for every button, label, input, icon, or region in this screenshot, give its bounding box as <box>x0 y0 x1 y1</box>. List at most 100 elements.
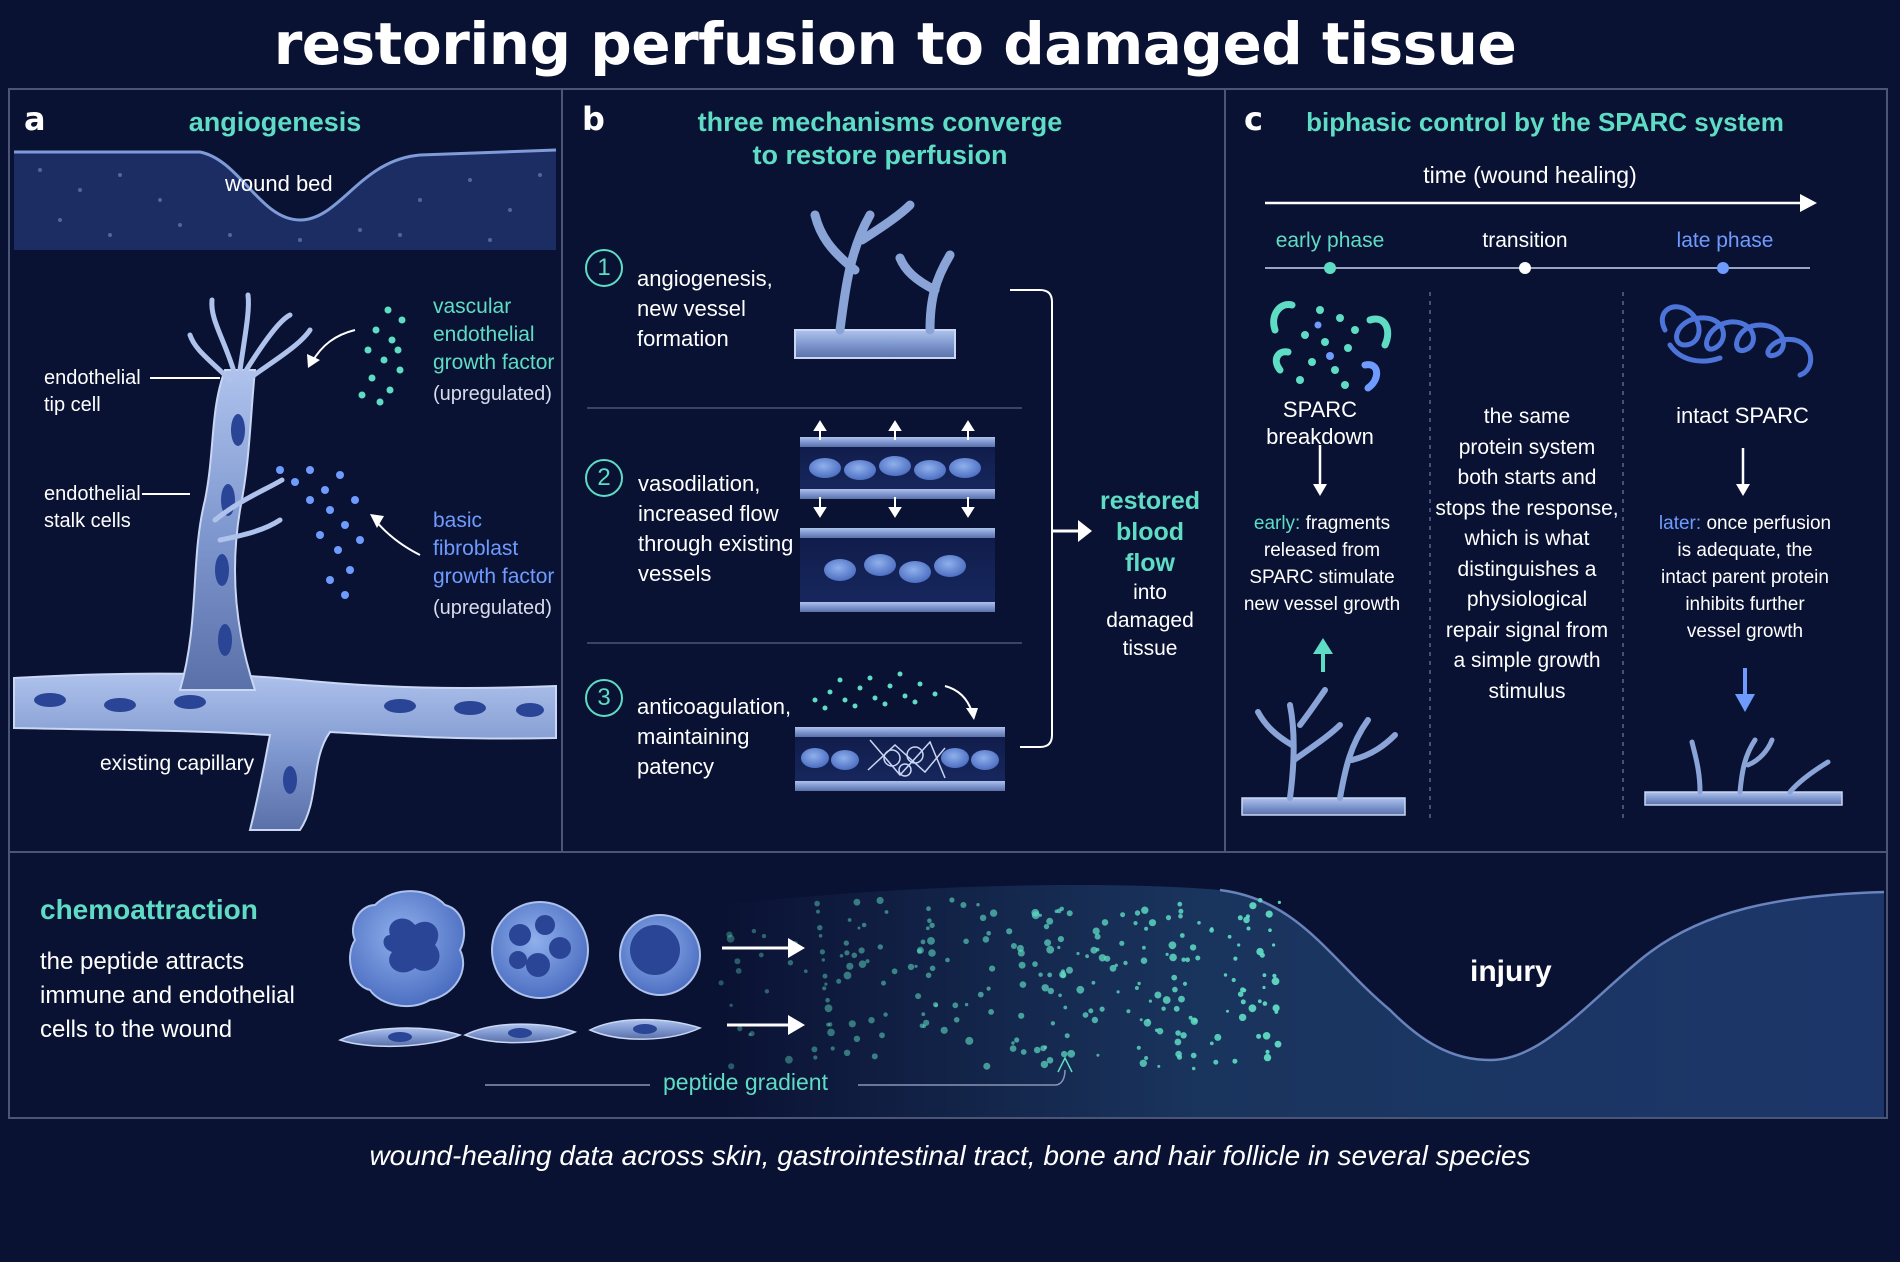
neutrophil-cell <box>349 890 466 1008</box>
peptide-dot <box>865 959 870 964</box>
peptide-dot <box>1214 1033 1222 1041</box>
peptide-dot <box>921 1012 926 1017</box>
mechanism-3-number: 3 <box>585 679 623 717</box>
peptide-dot <box>858 947 865 954</box>
capillary-label: existing capillary <box>100 752 255 775</box>
peptide-dot <box>1190 1052 1197 1059</box>
peptide-dot <box>818 934 823 938</box>
peptide-dot <box>1139 1059 1148 1068</box>
peptide-dot <box>1099 1006 1105 1012</box>
peptide-dot <box>1237 915 1243 921</box>
mech2-vessel-bottom <box>800 528 995 612</box>
peptide-dot <box>1134 986 1139 990</box>
peptide-dot <box>1143 1019 1152 1027</box>
lymphocyte-cell <box>619 914 701 996</box>
peptide-dot <box>923 1019 930 1026</box>
peptide-dot <box>989 909 998 917</box>
injury-tissue <box>720 885 1884 1117</box>
peptide-dot <box>1180 1032 1187 1039</box>
endothelial-nuclei <box>388 1024 657 1042</box>
peptide-dot <box>1038 972 1043 977</box>
vegf-label: vascular endothelial growth factor <box>433 295 555 374</box>
transition-label: transition <box>1482 229 1568 252</box>
peptide-gradient-dots <box>718 896 1282 1071</box>
capillary-nuclei <box>34 693 544 794</box>
peptide-dot <box>726 934 735 943</box>
peptide-dot <box>1066 966 1073 974</box>
peptide-dot <box>1091 1016 1099 1024</box>
peptide-dot <box>982 936 990 943</box>
peptide-dot <box>1057 945 1061 950</box>
peptide-dot <box>1054 909 1059 914</box>
intact-sparc-coil <box>1660 304 1814 378</box>
peptide-dot <box>822 986 827 991</box>
early-sprout-branches <box>1255 687 1398 801</box>
peptide-dot <box>1213 1059 1219 1065</box>
peptide-dot <box>1019 981 1027 988</box>
peptide-dot <box>1181 957 1186 962</box>
panel-b-letter: b <box>582 100 605 138</box>
mech2-dilation-arrows <box>813 420 975 518</box>
peptide-dot <box>879 1032 885 1039</box>
peptide-dot <box>1262 1001 1268 1006</box>
mech1-vessel <box>794 329 956 359</box>
mechanism-3-text: anticoagulation, maintaining patency <box>637 694 792 779</box>
peptide-dot <box>749 1031 755 1037</box>
peptide-dot <box>1067 1049 1076 1058</box>
tip-filopodia <box>187 292 313 543</box>
peptide-dot <box>814 900 820 907</box>
peptide-dot <box>986 931 991 936</box>
peptide-dot <box>1090 946 1098 954</box>
peptide-dot <box>785 1055 793 1064</box>
peptide-dot <box>1064 1033 1070 1039</box>
peptide-dot <box>1032 961 1038 967</box>
peptide-dot <box>1156 1027 1164 1035</box>
peptide-dot <box>735 968 742 974</box>
peptide-dot <box>919 1023 925 1029</box>
fibrin-mesh <box>867 739 946 779</box>
peptide-dot <box>728 1063 735 1070</box>
stalk-cells-label: endothelial stalk cells <box>44 483 141 532</box>
peptide-dot <box>976 903 980 907</box>
late-sprout-branches <box>1689 737 1831 795</box>
peptide-dot <box>1126 1009 1131 1014</box>
peptide-dot <box>847 918 852 922</box>
peptide-dot <box>1265 1049 1270 1054</box>
peptide-dot <box>1139 1018 1143 1022</box>
peptide-dot <box>1232 1058 1238 1064</box>
peptide-dot <box>1095 947 1100 952</box>
panel-a-letter: a <box>24 100 46 138</box>
peptide-dot <box>824 1004 833 1013</box>
peptide-dot <box>1262 973 1267 978</box>
peptide-dot <box>929 965 936 972</box>
peptide-dot <box>844 950 850 956</box>
peptide-dot <box>737 1026 743 1032</box>
peptide-dot <box>881 980 886 986</box>
late-sprout-vessel <box>1644 791 1843 806</box>
peptide-dot <box>1033 1046 1041 1054</box>
chemoattraction-text: the peptide attracts immune and endothel… <box>40 948 295 1043</box>
injury-label: injury <box>1470 955 1552 988</box>
peptide-dot <box>1182 981 1188 986</box>
peptide-dot <box>1060 969 1066 974</box>
panel-b-heading: three mechanisms converge to restore per… <box>697 107 1063 170</box>
peptide-dot <box>1094 933 1101 940</box>
peptide-dot <box>1017 949 1025 957</box>
peptide-dot <box>926 906 931 912</box>
wound-bed-label: wound bed <box>225 171 333 196</box>
peptide-dot <box>1098 954 1107 962</box>
peptide-dot <box>718 980 724 986</box>
peptide-dot <box>1148 999 1152 1003</box>
peptide-dot <box>1209 927 1214 933</box>
peptide-dot <box>949 897 955 903</box>
transition-description: the same protein system both starts and … <box>1435 405 1619 703</box>
peptide-dot <box>857 926 861 930</box>
converge-bracket <box>1010 289 1053 748</box>
early-sprout-vessel <box>1241 797 1406 816</box>
peptide-dot <box>1161 1006 1166 1011</box>
peptide-dot <box>836 978 842 984</box>
peptide-dot <box>1109 964 1117 972</box>
peptide-dot <box>1209 1041 1214 1046</box>
mech2-vessel-top <box>800 437 995 499</box>
peptide-dot <box>858 960 867 968</box>
